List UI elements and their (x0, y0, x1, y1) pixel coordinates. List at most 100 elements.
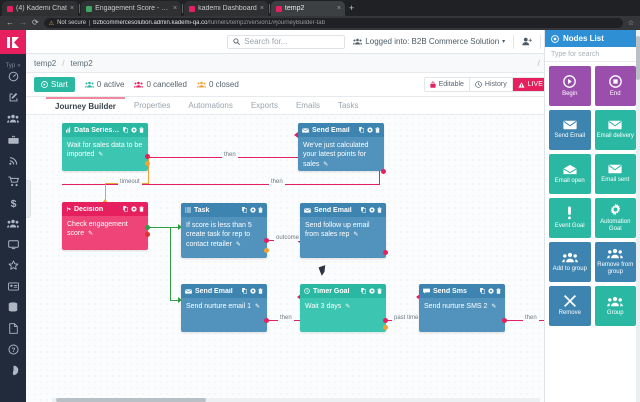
forward-icon[interactable]: → (19, 18, 27, 27)
flow-node-decision[interactable]: Decision Check engagement score ✎ (62, 202, 148, 250)
node-option-event-goal[interactable]: Event Goal (549, 198, 591, 238)
node-actions[interactable] (123, 127, 144, 133)
node-port-out[interactable] (264, 318, 269, 323)
node-option-remove-from-group[interactable]: Remove from group (594, 242, 636, 282)
node-port-out[interactable] (502, 318, 507, 323)
edit-pencil-icon[interactable]: ✎ (491, 304, 497, 310)
node-port-out[interactable] (383, 318, 388, 323)
edit-pencil-icon[interactable]: ✎ (323, 161, 329, 168)
node-option-group[interactable]: Group (594, 286, 636, 326)
node-port-alt[interactable] (383, 325, 388, 330)
flow-node-send-email-nurture[interactable]: Send Email Send nurture email 1 ✎ (181, 284, 267, 332)
sidebar-item-commerce[interactable] (0, 171, 26, 192)
flow-node-send-email-followup[interactable]: Send Email Send follow up email from sal… (300, 203, 386, 258)
sidebar-item-groups[interactable] (0, 213, 26, 234)
node-option-begin[interactable]: Begin (549, 66, 591, 106)
node-actions[interactable] (480, 288, 501, 294)
tab-tasks[interactable]: Tasks (337, 101, 359, 110)
canvas-scrollbar-track[interactable] (52, 398, 540, 402)
history-button[interactable]: History (469, 78, 513, 91)
flow-node-send-email-top[interactable]: Send Email We've just calculated your la… (298, 123, 384, 171)
sidebar-item-help[interactable]: ? (0, 339, 26, 360)
back-icon[interactable]: ← (6, 18, 14, 27)
start-button[interactable]: Start (34, 77, 75, 92)
sidebar-item-files[interactable] (0, 318, 26, 339)
node-port-out[interactable] (264, 238, 269, 243)
address-bar[interactable]: ⚠ Not secure b2bcommercesolution.admin.k… (43, 18, 623, 28)
tab-automations[interactable]: Automations (188, 101, 233, 110)
sidebar-item-feed[interactable] (0, 150, 26, 171)
tab-properties[interactable]: Properties (133, 101, 171, 110)
add-user-button[interactable] (514, 30, 540, 54)
browser-tab-2[interactable]: kademi Dashboard × (184, 1, 268, 16)
new-tab-button[interactable]: + (348, 3, 355, 13)
node-actions[interactable] (361, 207, 382, 213)
node-port-alt[interactable] (264, 248, 269, 253)
reload-icon[interactable]: ⟳ (32, 18, 39, 27)
node-option-send-email[interactable]: Send Email (549, 110, 591, 150)
canvas-scrollbar-thumb[interactable] (56, 398, 206, 402)
browser-tab-3[interactable]: temp2 × (270, 1, 345, 16)
node-option-email-delivery[interactable]: Email delivery (594, 110, 636, 150)
node-option-add-to-group[interactable]: Add to group (549, 242, 591, 282)
nodes-search-input[interactable]: Type for search (545, 47, 640, 62)
page-scrollbar-thumb[interactable] (636, 36, 640, 80)
sidebar-item-dashboard[interactable] (0, 66, 26, 87)
node-port-out[interactable] (381, 169, 386, 174)
close-icon[interactable]: × (69, 5, 75, 12)
edit-pencil-icon[interactable]: ✎ (88, 231, 94, 238)
flow-node-timer-goal[interactable]: Timer Goal Wait 3 days ✎ (300, 284, 386, 332)
breadcrumb-item-1[interactable]: temp2 (70, 58, 93, 68)
sidebar-item-sites[interactable] (0, 234, 26, 255)
breadcrumb-item-0[interactable]: temp2 (34, 58, 57, 68)
node-port-true[interactable] (145, 225, 150, 230)
edit-pencil-icon[interactable]: ✎ (254, 304, 260, 310)
node-actions[interactable] (123, 206, 144, 212)
node-option-email-open[interactable]: Email open (549, 154, 591, 194)
close-icon[interactable]: × (172, 5, 178, 12)
edit-pencil-icon[interactable]: ✎ (345, 304, 351, 310)
node-option-email-sent[interactable]: Email sent (594, 154, 636, 194)
page-scrollbar-track[interactable] (636, 30, 640, 402)
sidebar-item-data[interactable] (0, 297, 26, 318)
node-actions[interactable] (359, 127, 380, 133)
node-actions[interactable] (361, 288, 382, 294)
sidebar-item-reports[interactable] (0, 360, 26, 381)
node-port-out[interactable] (383, 250, 388, 255)
sidebar-item-rewards[interactable]: $ (0, 192, 26, 213)
sidebar-item-briefcase[interactable] (0, 129, 26, 150)
node-option-automation-goal[interactable]: Automation Goal (594, 198, 636, 238)
node-actions[interactable] (242, 288, 263, 294)
edit-pencil-icon[interactable]: ✎ (98, 152, 104, 159)
sidebar-item-people[interactable] (0, 108, 26, 129)
edit-pencil-icon[interactable]: ✎ (353, 232, 359, 239)
collapse-icon[interactable]: » (17, 63, 21, 69)
node-option-end[interactable]: End (594, 66, 636, 106)
account-switcher[interactable]: Logged into: B2B Commerce Solution ▾ (345, 30, 513, 54)
search-input[interactable]: Search for... (227, 34, 346, 49)
browser-tab-0[interactable]: (4) Kademi Chat × (2, 1, 79, 16)
flow-node-task[interactable]: Task If score is less than 5 create task… (181, 203, 267, 258)
node-port-timeout[interactable] (145, 161, 150, 166)
node-option-remove[interactable]: Remove (549, 286, 591, 326)
tab-emails[interactable]: Emails (295, 101, 320, 110)
close-icon[interactable]: × (336, 5, 341, 12)
flow-node-send-sms[interactable]: Send Sms Send nurture SMS 2 ✎ (419, 284, 505, 332)
bookmark-star-icon[interactable]: ☆ (627, 20, 634, 27)
node-port-out[interactable] (145, 154, 150, 159)
journey-canvas[interactable]: then then timeout outcome (26, 115, 640, 402)
tab-journey-builder[interactable]: Journey Builder (46, 97, 125, 114)
sidebar-item-compose[interactable] (0, 87, 26, 108)
sidebar-item-favourites[interactable] (0, 255, 26, 276)
close-icon[interactable]: × (259, 5, 264, 12)
canvas-collapse-handle[interactable] (26, 180, 31, 218)
node-port-false[interactable] (145, 232, 150, 237)
brand-logo[interactable] (0, 30, 26, 54)
editable-button[interactable]: Editable (424, 78, 470, 91)
sidebar-item-cards[interactable] (0, 276, 26, 297)
edit-pencil-icon[interactable]: ✎ (235, 241, 241, 248)
browser-tab-1[interactable]: Engagement Score - Google Dri × (81, 1, 182, 16)
tab-exports[interactable]: Exports (250, 101, 278, 110)
flow-node-data-series[interactable]: Data Series Va... Wait for sales data to… (62, 123, 148, 171)
node-actions[interactable] (242, 207, 263, 213)
